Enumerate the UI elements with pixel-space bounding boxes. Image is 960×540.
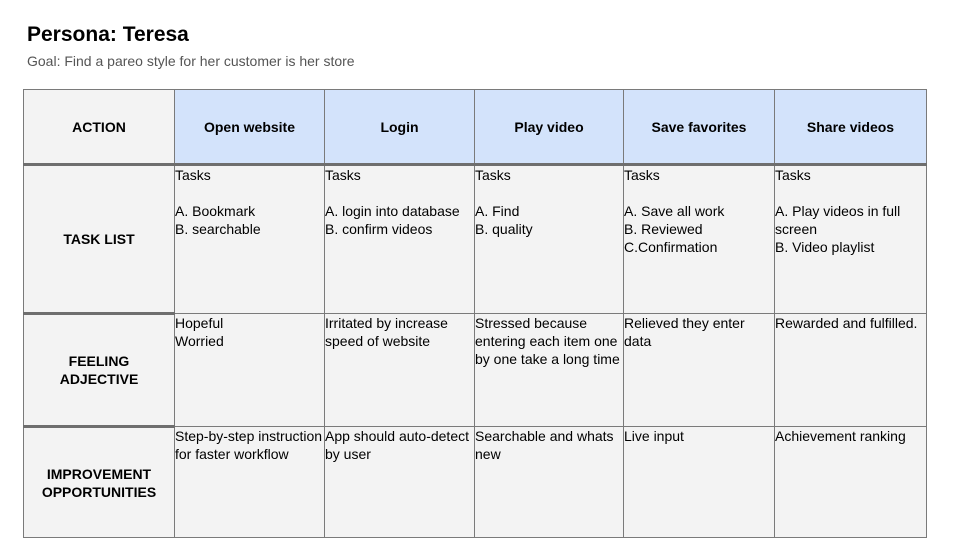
cell-line: Achievement ranking <box>775 428 906 444</box>
cell-line: Stressed because entering each item one … <box>475 315 620 367</box>
cell-line: B. searchable <box>175 221 261 237</box>
corner-header-action: ACTION <box>23 89 175 166</box>
cell-line: A. Find <box>475 203 520 219</box>
cell-heading: Tasks <box>624 167 660 183</box>
cell-line: A. Play videos in full screen <box>775 203 901 237</box>
improvement-cell-open-website: Step-by-step instruction for faster work… <box>174 426 325 538</box>
row-header-label: IMPROVEMENT OPPORTUNITIES <box>41 465 157 500</box>
cell-heading: Tasks <box>475 167 511 183</box>
journey-map-table: ACTION Open website Login Play video Sav… <box>23 89 927 538</box>
cell-line: Rewarded and fulfilled. <box>775 315 918 331</box>
feeling-cell-save-favorites: Relieved they enter data <box>623 313 775 427</box>
cell-heading: Tasks <box>325 167 361 183</box>
feeling-cell-share-videos: Rewarded and fulfilled. <box>774 313 927 427</box>
cell-line: Worried <box>175 333 224 349</box>
row-header-task-list: TASK LIST <box>23 164 175 315</box>
feeling-adjective-row: FEELING ADJECTIVE Hopeful Worried Irrita… <box>23 313 927 428</box>
row-header-improvement-opportunities: IMPROVEMENT OPPORTUNITIES <box>23 426 175 538</box>
column-header-open-website: Open website <box>174 89 325 166</box>
cell-line: B. quality <box>475 221 533 237</box>
cell-line: Step-by-step instruction for faster work… <box>175 428 323 462</box>
page-title: Persona: Teresa <box>27 23 189 46</box>
cell-line: A. Save all work <box>624 203 725 219</box>
header-row: ACTION Open website Login Play video Sav… <box>23 89 927 166</box>
row-header-label: FEELING ADJECTIVE <box>59 353 139 387</box>
task-cell-play-video: Tasks A. Find B. quality <box>474 164 624 314</box>
column-header-play-video: Play video <box>474 89 624 166</box>
cell-line: App should auto-detect by user <box>325 428 470 462</box>
cell-line: C.Confirmation <box>624 239 718 255</box>
task-cell-save-favorites: Tasks A. Save all work B. Reviewed C.Con… <box>623 164 775 314</box>
improvement-cell-play-video: Searchable and whats new <box>474 426 624 538</box>
cell-line: Relieved they enter data <box>624 315 745 349</box>
cell-line: B. confirm videos <box>325 221 433 237</box>
row-header-feeling-adjective: FEELING ADJECTIVE <box>23 313 175 428</box>
feeling-cell-open-website: Hopeful Worried <box>174 313 325 427</box>
cell-heading: Tasks <box>775 167 811 183</box>
cell-heading: Tasks <box>175 167 211 183</box>
column-header-share-videos: Share videos <box>774 89 927 166</box>
task-cell-open-website: Tasks A. Bookmark B. searchable <box>174 164 325 314</box>
cell-line: B. Video playlist <box>775 239 875 255</box>
improvement-cell-login: App should auto-detect by user <box>324 426 475 538</box>
improvement-cell-share-videos: Achievement ranking <box>774 426 927 538</box>
column-header-save-favorites: Save favorites <box>623 89 775 166</box>
task-list-row: TASK LIST Tasks A. Bookmark B. searchabl… <box>23 164 927 315</box>
cell-line: Irritated by increase speed of website <box>325 315 448 349</box>
feeling-cell-play-video: Stressed because entering each item one … <box>474 313 624 427</box>
goal-subtitle: Goal: Find a pareo style for her custome… <box>27 53 355 69</box>
cell-line: Searchable and whats new <box>475 428 614 462</box>
improvement-cell-save-favorites: Live input <box>623 426 775 538</box>
cell-line: A. Bookmark <box>175 203 256 219</box>
feeling-cell-login: Irritated by increase speed of website <box>324 313 475 427</box>
column-header-login: Login <box>324 89 475 166</box>
task-cell-login: Tasks A. login into database B. confirm … <box>324 164 475 314</box>
improvement-opportunities-row: IMPROVEMENT OPPORTUNITIES Step-by-step i… <box>23 426 927 538</box>
cell-line: Hopeful <box>175 315 224 331</box>
cell-line: Live input <box>624 428 684 444</box>
cell-line: A. login into database <box>325 203 460 219</box>
cell-line: B. Reviewed <box>624 221 703 237</box>
task-cell-share-videos: Tasks A. Play videos in full screen B. V… <box>774 164 927 314</box>
